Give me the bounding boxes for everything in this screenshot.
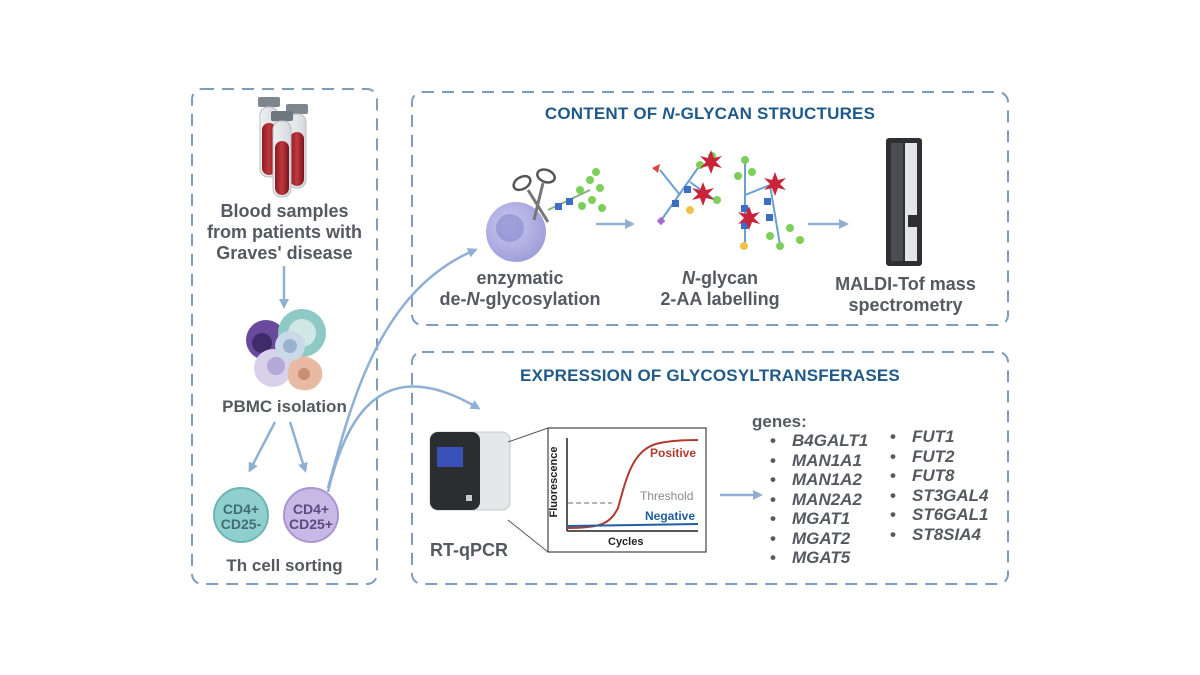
top-panel-border <box>411 91 1009 326</box>
bottom-panel-border <box>411 351 1009 585</box>
gene-item: MAN1A1 <box>770 451 868 471</box>
genes-column-2: FUT1FUT2FUT8ST3GAL4ST6GAL1ST8SIA4 <box>890 427 989 544</box>
top-title-pre: CONTENT OF <box>544 104 663 123</box>
genes-heading: genes: <box>752 412 807 431</box>
genes-column-1: B4GALT1MAN1A1MAN1A2MAN2A2MGAT1MGAT2MGAT5 <box>770 431 868 568</box>
gene-item: MAN1A2 <box>770 470 868 490</box>
step1-line2-pre: de- <box>439 289 467 309</box>
blood-label-line2: from patients with <box>206 222 362 242</box>
gene-item: MGAT5 <box>770 548 868 568</box>
gene-item: B4GALT1 <box>770 431 868 451</box>
step1-line2-italic: N <box>466 289 480 309</box>
qpcr-negative-line <box>567 523 699 527</box>
gene-item: ST6GAL1 <box>890 505 989 525</box>
maldi-instrument-icon <box>886 138 922 266</box>
step3-label: MALDI-Tof mass spectrometry <box>818 274 993 316</box>
left-panel-border <box>191 88 378 585</box>
pbmc-cells-icon <box>246 309 326 391</box>
cd4-cd25neg-cell <box>213 487 269 543</box>
zoom-line-top <box>507 427 549 443</box>
step2-line2: 2-AA labelling <box>660 289 780 309</box>
blood-tubes-icon <box>258 97 308 198</box>
step1-label: enzymatic de-N-glycosylation <box>420 268 620 310</box>
cd4-cd25pos-cell <box>283 487 339 543</box>
step1-line2: de-N-glycosylation <box>420 289 620 310</box>
qpcr-y-axis-label: Fluorescence <box>548 446 560 518</box>
qpcr-threshold-label: Threshold <box>640 489 694 503</box>
gene-item: MAN2A2 <box>770 490 868 510</box>
qpcr-positive-label: Positive <box>650 446 697 460</box>
step3-line2: spectrometry <box>848 295 963 315</box>
labelled-glycans-icon <box>652 150 804 250</box>
blood-samples-label: Blood samples from patients with Graves'… <box>192 201 377 264</box>
blood-label-line3: Graves' disease <box>216 243 353 263</box>
top-panel-title: CONTENT OF N-GLYCAN STRUCTURES <box>412 104 1008 124</box>
step2-line1: N-glycan <box>640 268 800 289</box>
cd25neg-cell-label: CD4+ CD25- <box>211 502 271 532</box>
qpcr-positive-curve <box>567 439 699 529</box>
cd25neg-line2: CD25- <box>220 516 262 532</box>
gene-item: FUT1 <box>890 427 989 447</box>
cd25pos-line2: CD25+ <box>289 516 333 532</box>
rt-qpcr-label: RT-qPCR <box>430 540 508 560</box>
arrow-pbmc-to-cd25pos <box>288 421 308 473</box>
step2-line1-post: -glycan <box>694 268 759 288</box>
th-cell-sorting-label: Th cell sorting <box>226 556 343 575</box>
qpcr-negative-label: Negative <box>645 509 696 523</box>
gene-item: ST3GAL4 <box>890 486 989 506</box>
qpcr-x-axis-label: Cycles <box>608 536 644 548</box>
gene-item: FUT8 <box>890 466 989 486</box>
cd25pos-line1: CD4+ <box>292 501 330 517</box>
arrow-pbmc-to-cd25neg <box>248 421 277 473</box>
zoom-line-bottom <box>507 519 549 553</box>
step3-line1: MALDI-Tof mass <box>835 274 976 294</box>
gene-item: FUT2 <box>890 447 989 467</box>
arrow-to-top-panel <box>326 248 478 489</box>
qpcr-instrument-icon <box>429 431 511 511</box>
cd25pos-cell-label: CD4+ CD25+ <box>281 502 341 532</box>
top-title-italic: N <box>662 104 675 123</box>
cd25neg-line1: CD4+ <box>222 501 260 517</box>
arrow-to-bottom-panel <box>326 385 481 493</box>
pbmc-isolation-label: PBMC isolation <box>222 397 347 416</box>
gene-item: ST8SIA4 <box>890 525 989 545</box>
top-title-post: -GLYCAN STRUCTURES <box>674 104 876 123</box>
gene-item: MGAT2 <box>770 529 868 549</box>
gene-item: MGAT1 <box>770 509 868 529</box>
bottom-panel-title: EXPRESSION OF GLYCOSYLTRANSFERASES <box>520 366 900 385</box>
step2-label: N-glycan 2-AA labelling <box>640 268 800 310</box>
cell-scissors-icon <box>486 168 606 262</box>
step1-line2-post: -glycosylation <box>479 289 601 309</box>
step1-line1: enzymatic <box>476 268 564 288</box>
step2-line1-italic: N <box>681 268 695 288</box>
blood-label-line1: Blood samples <box>220 201 349 221</box>
